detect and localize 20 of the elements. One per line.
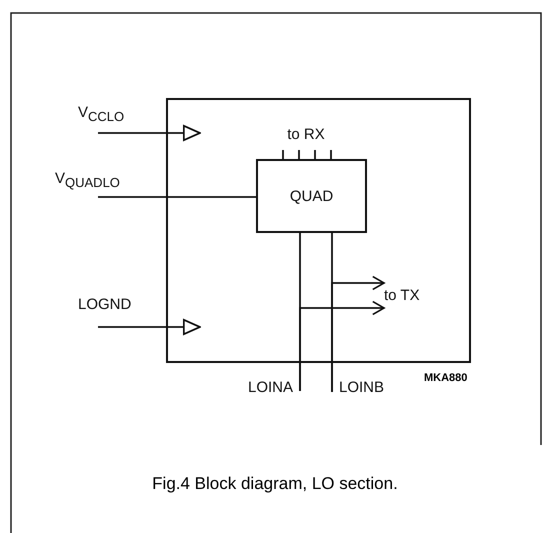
- output-tick: [298, 150, 300, 159]
- pin-label: LOINB: [332, 378, 407, 398]
- output-label: to RX: [276, 126, 336, 150]
- pin-label: V$_{QUADLO}$: [55, 170, 150, 197]
- output-arrow: [331, 276, 385, 392]
- figure-caption: Fig.4 Block diagram, LO section.: [152, 474, 398, 493]
- chip-block: [166, 98, 471, 363]
- supply-arrow: [98, 318, 201, 336]
- pin-label: V$_{CCLO}$: [78, 104, 148, 133]
- supply-arrow: [98, 124, 201, 142]
- signal-line: [98, 196, 256, 198]
- output-tick: [314, 150, 316, 159]
- pin-label: LOGND: [78, 296, 148, 327]
- output-arrow: [299, 300, 385, 391]
- drawing-code: MKA880: [424, 372, 468, 384]
- quad-block: QUAD: [256, 159, 367, 233]
- output-tick: [330, 150, 332, 159]
- output-tick: [282, 150, 284, 159]
- output-label: to TX: [384, 281, 442, 311]
- pin-label: LOINA: [225, 378, 300, 398]
